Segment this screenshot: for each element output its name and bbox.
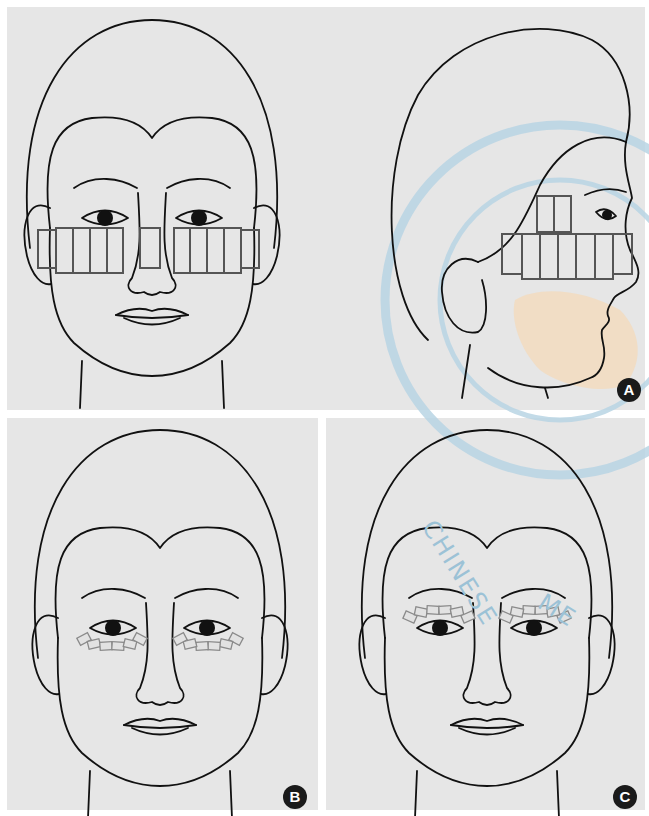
panel-letter: B bbox=[283, 785, 307, 809]
front-face bbox=[25, 20, 280, 408]
watermark-seal bbox=[385, 125, 649, 475]
front-face bbox=[33, 430, 288, 816]
panel-letter: A bbox=[617, 378, 641, 402]
cheek-nose-patch-grid bbox=[38, 196, 632, 279]
side-face bbox=[392, 29, 639, 398]
lower-lid-patches bbox=[77, 633, 243, 651]
front-face bbox=[360, 430, 615, 816]
panel-letter: C bbox=[613, 785, 637, 809]
